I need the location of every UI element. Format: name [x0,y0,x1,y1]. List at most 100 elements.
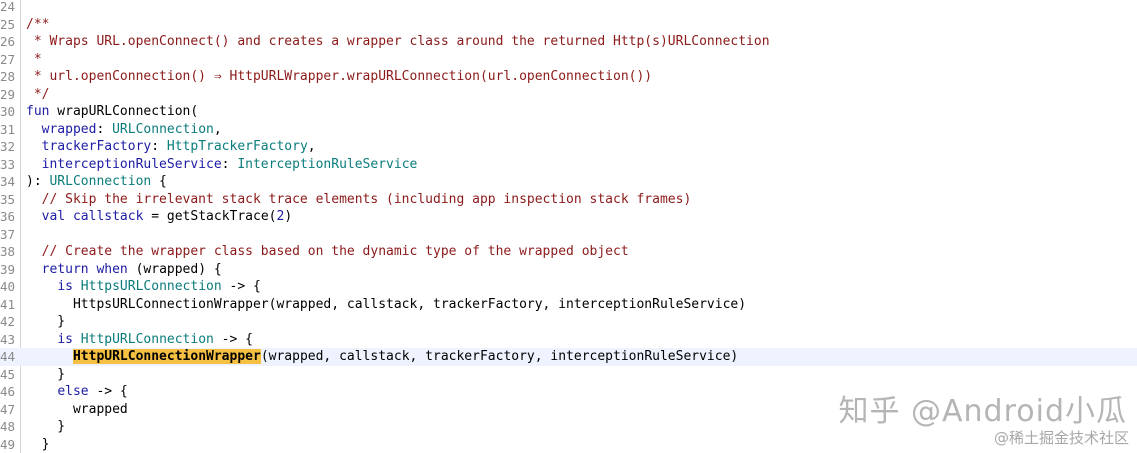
code-line[interactable]: 25/** [0,16,1137,34]
code-line[interactable]: 38 // Create the wrapper class based on … [0,243,1137,261]
line-number: 39 [0,261,16,277]
code-token: -> { [213,331,253,347]
line-number: 43 [0,331,16,347]
code-line[interactable]: 34): URLConnection { [0,173,1137,191]
code-line[interactable]: 27 * [0,51,1137,69]
code-token: ): [26,174,50,189]
code-line[interactable]: 26 * Wraps URL.openConnect() and creates… [0,33,1137,51]
code-token: , [307,139,316,154]
code-line[interactable]: 32 trackerFactory: HttpTrackerFactory, [0,138,1137,156]
code-line[interactable]: 30 fun wrapURLConnection( [0,103,1137,121]
line-code: * url.openConnection() ⇒ HttpURLWrapper.… [26,68,652,86]
code-token: HttpsURLConnectionWrapper(wrapped, calls… [26,296,747,312]
code-token: HttpURLConnection [80,331,214,347]
line-code: is HttpsURLConnection -> { [26,278,261,296]
code-line[interactable]: 31 wrapped: URLConnection, [0,121,1137,139]
line-number-gutter [0,0,21,453]
code-line[interactable]: 29 */ [0,86,1137,104]
code-line[interactable]: 45 } [0,366,1137,384]
code-token: InterceptionRuleService [237,156,418,172]
line-code: fun wrapURLConnection( [26,103,198,121]
code-token: } [26,419,66,434]
code-token: wrapURLConnection( [49,104,199,119]
code-line[interactable]: 36 val callstack = getStackTrace(2) [0,208,1137,226]
code-token: ) [284,209,293,224]
code-token [26,332,57,347]
line-number: 26 [0,34,16,49]
code-token: when [96,261,128,277]
code-token: HttpTrackerFactory [166,139,308,154]
code-token: interceptionRuleService [41,156,222,172]
code-token: HttpsURLConnection [80,279,222,294]
code-line[interactable]: 47 wrapped [0,401,1137,419]
line-number: 33 [0,156,16,172]
code-line[interactable]: 28 * url.openConnection() ⇒ HttpURLWrapp… [0,68,1137,86]
code-token: trackerFactory [41,139,152,154]
code-token: : [96,121,113,137]
line-code: /** [26,16,49,34]
line-number: 35 [0,191,16,207]
code-line[interactable]: 39 return when (wrapped) { [0,261,1137,279]
line-number: 36 [0,209,16,224]
code-token: wrapped [26,401,128,417]
juejin-watermark: @稀土掘金技术社区 [993,429,1129,447]
code-token: = getStackTrace( [143,209,277,224]
code-token: fun [26,104,50,119]
code-token: is [57,279,73,294]
code-line[interactable]: 41 HttpsURLConnectionWrapper(wrapped, ca… [0,296,1137,314]
code-token: (wrapped) { [127,261,222,277]
code-line[interactable]: 40 is HttpsURLConnection -> { [0,278,1137,296]
code-line[interactable]: 33 interceptionRuleService: Interception… [0,156,1137,174]
line-code: wrapped [26,401,128,419]
code-line[interactable]: 37 [0,226,1137,244]
line-code: */ [26,86,50,104]
line-code: * Wraps URL.openConnect() and creates a … [26,33,770,51]
code-token: */ [26,86,50,102]
code-line[interactable]: 35 // Skip the irrelevant stack trace el… [0,191,1137,209]
line-number: 49 [0,436,16,452]
line-number: 24 [0,0,16,14]
code-token [26,139,42,154]
zhihu-watermark: 知乎 @Android小瓜 [838,394,1127,429]
code-token: } [26,314,66,329]
code-token [26,384,57,399]
line-number: 42 [0,314,16,329]
code-token [26,349,73,364]
code-line[interactable]: 24 [0,0,1137,16]
line-code: } [26,313,65,331]
code-token: return [41,261,89,277]
code-token: val [41,209,66,224]
line-number: 41 [0,296,16,312]
line-number: 38 [0,244,16,259]
line-code: is HttpURLConnection -> { [26,331,253,349]
line-number: 34 [0,174,16,189]
code-token: is [57,331,73,347]
line-code: else -> { [26,383,127,401]
code-line[interactable]: 42 } [0,313,1137,331]
code-line[interactable]: 43 is HttpURLConnection -> { [0,331,1137,349]
code-line[interactable]: 44 HttpURLConnectionWrapper(wrapped, cal… [0,348,1137,366]
line-code: } [26,418,65,436]
code-token: * [26,51,42,67]
code-token: /** [26,16,50,32]
code-line[interactable]: 48 } [0,418,1137,436]
code-token: -> { [221,279,261,294]
line-code: val callstack = getStackTrace(2) [26,208,292,226]
line-number: 31 [0,121,16,137]
line-number: 30 [0,104,16,119]
line-number: 44 [0,349,16,364]
code-token: * url.openConnection() ⇒ HttpURLWrapper.… [26,69,653,84]
code-token [73,332,81,347]
code-token: (wrapped, callstack, trackerFactory, int… [260,349,739,364]
code-token [26,122,42,137]
code-line[interactable]: 46 else -> { [0,383,1137,401]
code-token: URLConnection [49,174,152,189]
line-code: return when (wrapped) { [26,261,222,279]
code-line[interactable]: 49 } [0,436,1137,453]
line-number: 27 [0,51,16,67]
code-token: : [151,139,167,154]
code-token: // Skip the irrelevant stack trace eleme… [26,191,692,207]
line-code: trackerFactory: HttpTrackerFactory, [26,138,316,156]
line-number: 48 [0,419,16,434]
